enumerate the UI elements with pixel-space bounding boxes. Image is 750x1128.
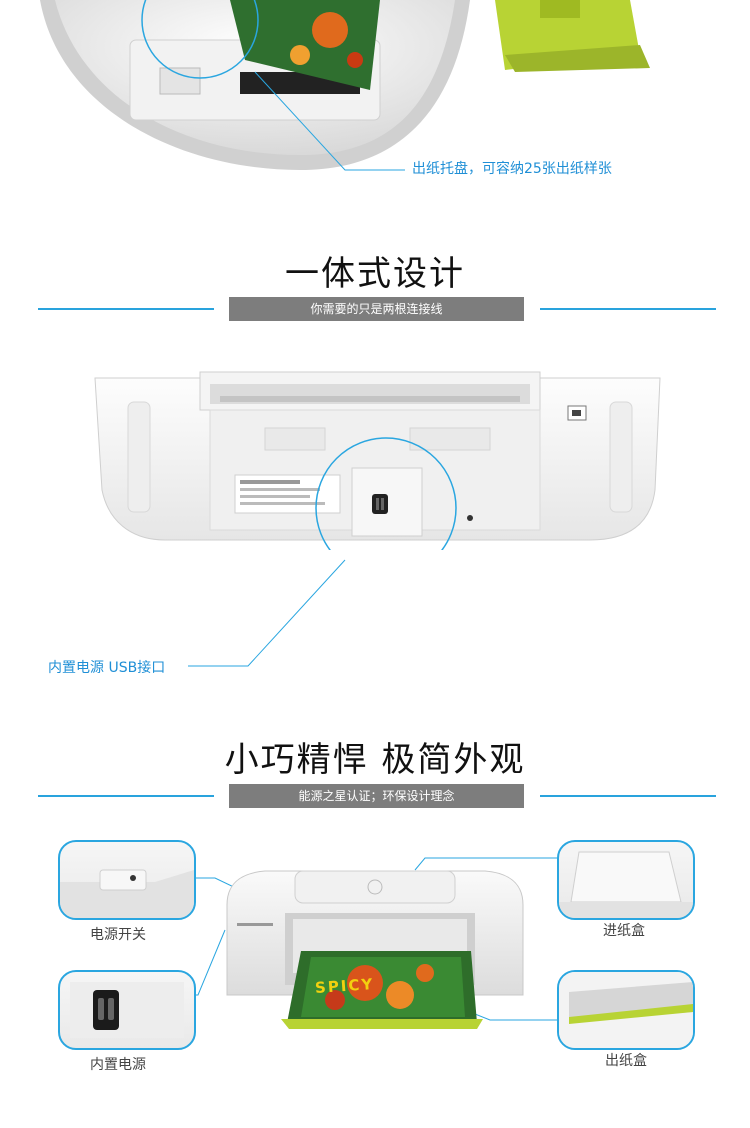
- compact-section-title: 小巧精悍 极简外观: [224, 740, 526, 780]
- top-product-visual: [0, 0, 750, 200]
- power-usb-callout: 内置电源 USB接口: [48, 660, 166, 676]
- paper-input-label: 进纸盒: [603, 923, 645, 939]
- builtin-power-thumbnail: [58, 970, 196, 1050]
- divider-right-2: [540, 795, 716, 797]
- design-section-title: 一体式设计: [285, 254, 465, 294]
- power-usb-leader-line: [188, 559, 346, 667]
- divider-right: [540, 308, 716, 310]
- printer-front-view: SPICY: [215, 855, 535, 1035]
- power-switch-thumbnail: [58, 840, 196, 920]
- design-section-subtitle: 你需要的只是两根连接线: [229, 297, 524, 321]
- power-switch-label: 电源开关: [90, 927, 146, 943]
- compact-section-subtitle: 能源之星认证；环保设计理念: [229, 784, 524, 808]
- divider-left: [38, 308, 214, 310]
- paper-output-thumbnail: [557, 970, 695, 1050]
- paper-output-label: 出纸盒: [605, 1053, 647, 1069]
- output-tray-callout: 出纸托盘，可容纳25张出纸样张: [412, 161, 612, 177]
- printer-back-view: [90, 370, 665, 550]
- divider-left-2: [38, 795, 214, 797]
- paper-input-thumbnail: [557, 840, 695, 920]
- builtin-power-label: 内置电源: [90, 1057, 146, 1073]
